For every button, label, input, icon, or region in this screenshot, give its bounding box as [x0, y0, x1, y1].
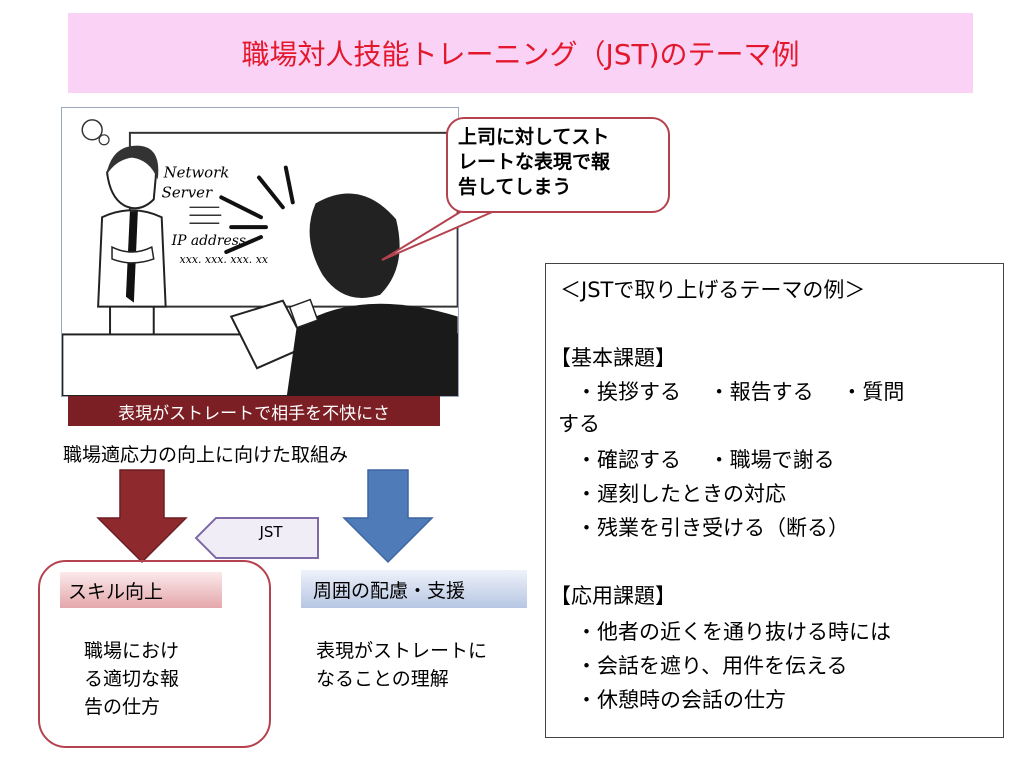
support-line: 表現がストレートに [316, 640, 488, 662]
title-banner: 職場対人技能トレーニング（JST)のテーマ例 [68, 13, 973, 93]
skill-line: 告の仕方 [84, 696, 161, 718]
page-title: 職場対人技能トレーニング（JST)のテーマ例 [241, 38, 800, 71]
illustration-caption: 表現がストレートで相手を不快にさ [68, 396, 440, 426]
skill-header-text: スキル向上 [68, 580, 164, 603]
speech-line: 告してしまう [458, 176, 572, 198]
support-header: 周囲の配慮・支援 [301, 570, 527, 608]
speech-line: 上司に対してスト [458, 126, 610, 148]
applied-heading: 【応用課題】 [550, 584, 676, 608]
skill-header: スキル向上 [60, 572, 222, 608]
speech-bubble: 上司に対してスト レートな表現で報 告してしまう [446, 117, 670, 213]
standing-man [81, 119, 167, 357]
skill-body: 職場におけ る適切な報 告の仕方 [84, 637, 224, 721]
whiteboard-text-ip: IP address [171, 233, 246, 249]
applied-item: ・他者の近くを通り抜ける時には [576, 620, 891, 644]
basic-item: ・残業を引き受ける（断る） [576, 516, 849, 540]
applied-item: ・会話を遮り、用件を伝える [576, 654, 848, 678]
support-body: 表現がストレートに なることの理解 [316, 637, 526, 693]
efforts-heading: 職場適応力の向上に向けた取組み [63, 444, 349, 466]
basic-heading: 【基本課題】 [550, 346, 676, 370]
skill-line: 職場におけ [84, 640, 180, 662]
whiteboard [128, 131, 458, 308]
basic-item: ・確認する ・職場で謝る [576, 448, 835, 472]
skill-box [38, 560, 271, 748]
whiteboard-text-server: Server [162, 183, 213, 201]
caption-text: 表現がストレートで相手を不快にさ [118, 403, 390, 424]
basic-item: する [558, 412, 600, 436]
blue-down-arrow [342, 469, 434, 564]
basic-item: ・挨拶する ・報告する ・質問 [576, 380, 905, 404]
skill-line: る適切な報 [84, 668, 180, 690]
whiteboard-text-network: Network [163, 164, 230, 182]
support-line: なることの理解 [316, 668, 449, 690]
illustration-drawing: Network Server IP address xxx. xxx. xxx.… [62, 119, 458, 396]
seated-boss [286, 193, 458, 396]
support-header-text: 周囲の配慮・支援 [313, 579, 466, 602]
whiteboard-text-address: xxx. xxx. xxx. xx [180, 253, 268, 266]
speech-line: レートな表現で報 [458, 151, 611, 173]
applied-item: ・休憩時の会話の仕方 [576, 688, 786, 712]
tension-lines [219, 165, 295, 254]
theme-examples-box: ＜JSTで取り上げるテーマの例＞ 【基本課題】 ・挨拶する ・報告する ・質問 … [545, 263, 1004, 738]
jst-label: JST [259, 523, 283, 541]
basic-item: ・遅刻したときの対応 [576, 482, 786, 506]
theme-heading: ＜JSTで取り上げるテーマの例＞ [560, 278, 866, 302]
red-down-arrow [96, 469, 188, 564]
office-illustration: Network Server IP address xxx. xxx. xxx.… [61, 107, 459, 397]
